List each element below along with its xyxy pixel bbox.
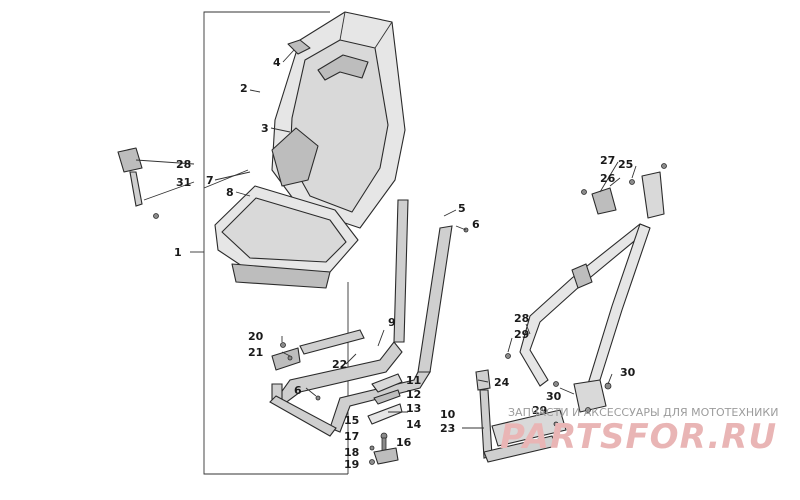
label-31: 31 — [176, 176, 191, 189]
label-8: 8 — [226, 186, 234, 199]
watermark-logo: PARTSFOR.RU — [500, 417, 777, 457]
label-6-upper: 6 — [472, 218, 480, 231]
upper-belt-anchor — [581, 163, 667, 219]
lap-belt-anchor — [117, 147, 159, 219]
label-26: 26 — [600, 172, 616, 185]
leader-lines — [135, 49, 637, 429]
label-28-left: 28 — [176, 158, 191, 171]
label-10: 10 — [440, 408, 456, 421]
label-15: 15 — [344, 414, 359, 427]
belt-retractor — [573, 379, 612, 413]
headrest-pad — [287, 39, 311, 55]
label-20: 20 — [248, 330, 264, 343]
label-24: 24 — [494, 376, 510, 389]
label-25: 25 — [618, 158, 633, 171]
label-2: 2 — [240, 82, 248, 95]
callout-labels: 1 2 3 4 5 6 6 7 8 9 10 11 12 13 14 15 16… — [174, 56, 636, 471]
label-5: 5 — [458, 202, 466, 215]
label-28-right: 28 — [514, 312, 529, 325]
belt-anchor-bracket — [475, 369, 567, 463]
label-13: 13 — [406, 402, 421, 415]
label-22: 22 — [332, 358, 347, 371]
misc-fasteners — [463, 227, 559, 427]
label-7: 7 — [206, 174, 214, 187]
seat-frame-rails — [269, 199, 453, 437]
label-30-lower: 30 — [546, 390, 562, 403]
label-29-lower: 29 — [532, 404, 547, 417]
label-3: 3 — [261, 122, 269, 135]
shoulder-belt — [519, 223, 651, 387]
watermark-tagline: ЗАПЧАСТИ И АКСЕССУАРЫ ДЛЯ МОТОТЕХНИКИ — [508, 406, 778, 419]
label-16: 16 — [396, 436, 412, 449]
label-4: 4 — [273, 56, 281, 69]
left-mount-bracket — [271, 342, 301, 371]
label-14: 14 — [406, 418, 422, 431]
label-29-upper: 29 — [514, 328, 529, 341]
label-9: 9 — [388, 316, 396, 329]
label-17: 17 — [344, 430, 359, 443]
seat-backrest — [271, 11, 406, 229]
label-23: 23 — [440, 422, 455, 435]
label-21: 21 — [248, 346, 263, 359]
label-30-right: 30 — [620, 366, 636, 379]
watermark: ЗАПЧАСТИ И АКСЕССУАРЫ ДЛЯ МОТОТЕХНИКИ PA… — [500, 406, 778, 457]
label-19: 19 — [344, 458, 359, 471]
label-12: 12 — [406, 388, 421, 401]
slider-hardware — [315, 373, 403, 465]
label-11: 11 — [406, 374, 421, 387]
label-18: 18 — [344, 446, 359, 459]
label-1: 1 — [174, 246, 182, 259]
label-6-lower: 6 — [294, 384, 302, 397]
label-27: 27 — [600, 154, 615, 167]
seat-cushion — [214, 185, 359, 289]
